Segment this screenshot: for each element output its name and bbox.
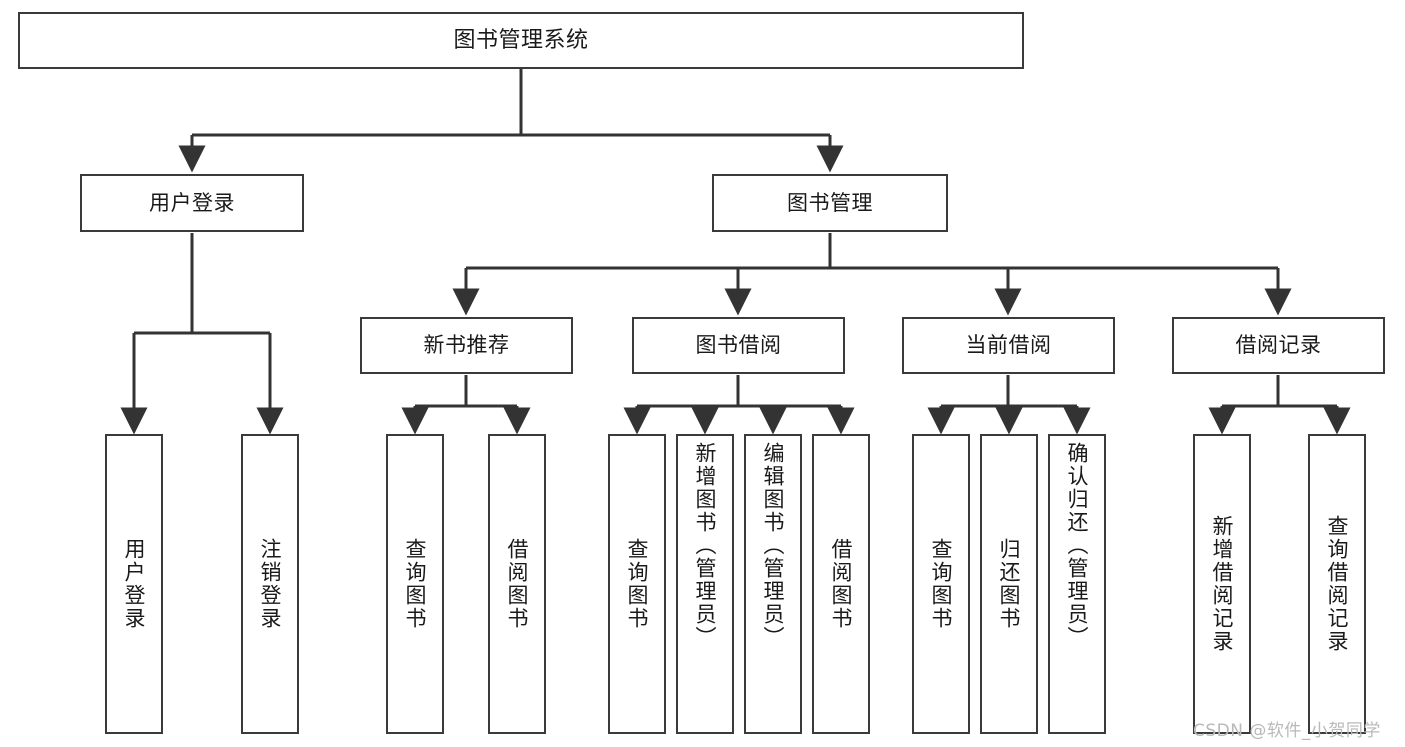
node-records-label: 借阅记录 bbox=[1235, 333, 1322, 358]
node-root[interactable]: 图书管理系统 bbox=[18, 12, 1024, 69]
watermark: CSDN @软件_小贺同学 bbox=[1193, 721, 1381, 741]
node-leaf-12[interactable]: 新增借阅记录 bbox=[1193, 434, 1251, 734]
node-leaf-7[interactable]: 编辑图书（管理员） bbox=[744, 434, 802, 734]
node-login[interactable]: 用户登录 bbox=[80, 174, 304, 232]
node-leaf-12-label: 新增借阅记录 bbox=[1210, 515, 1235, 653]
node-records[interactable]: 借阅记录 bbox=[1172, 317, 1385, 374]
node-leaf-11-label: 确认归还（管理员） bbox=[1065, 442, 1090, 649]
node-leaf-4[interactable]: 借阅图书 bbox=[488, 434, 546, 734]
node-newbook[interactable]: 新书推荐 bbox=[360, 317, 573, 374]
node-leaf-6[interactable]: 新增图书（管理员） bbox=[676, 434, 734, 734]
node-leaf-2-label: 注销登录 bbox=[258, 538, 283, 630]
node-leaf-5[interactable]: 查询图书 bbox=[608, 434, 666, 734]
node-current[interactable]: 当前借阅 bbox=[902, 317, 1115, 374]
node-leaf-1[interactable]: 用户登录 bbox=[105, 434, 163, 734]
node-leaf-4-label: 借阅图书 bbox=[505, 538, 530, 630]
node-leaf-9-label: 查询图书 bbox=[929, 538, 954, 630]
node-borrow-label: 图书借阅 bbox=[695, 333, 782, 358]
node-leaf-13-label: 查询借阅记录 bbox=[1325, 515, 1350, 653]
node-leaf-6-label: 新增图书（管理员） bbox=[693, 442, 718, 649]
node-leaf-8-label: 借阅图书 bbox=[829, 538, 854, 630]
node-leaf-2[interactable]: 注销登录 bbox=[241, 434, 299, 734]
node-borrow[interactable]: 图书借阅 bbox=[632, 317, 845, 374]
node-root-label: 图书管理系统 bbox=[453, 27, 589, 53]
node-leaf-13[interactable]: 查询借阅记录 bbox=[1308, 434, 1366, 734]
node-login-label: 用户登录 bbox=[149, 190, 235, 215]
node-leaf-1-label: 用户登录 bbox=[122, 538, 147, 630]
node-leaf-10[interactable]: 归还图书 bbox=[980, 434, 1038, 734]
node-bookmgmt-label: 图书管理 bbox=[787, 190, 873, 215]
node-leaf-8[interactable]: 借阅图书 bbox=[812, 434, 870, 734]
node-bookmgmt[interactable]: 图书管理 bbox=[712, 174, 948, 232]
node-leaf-11[interactable]: 确认归还（管理员） bbox=[1048, 434, 1106, 734]
node-leaf-9[interactable]: 查询图书 bbox=[912, 434, 970, 734]
node-current-label: 当前借阅 bbox=[965, 333, 1052, 358]
node-leaf-10-label: 归还图书 bbox=[997, 538, 1022, 630]
node-leaf-3[interactable]: 查询图书 bbox=[386, 434, 444, 734]
node-leaf-3-label: 查询图书 bbox=[403, 538, 428, 630]
node-leaf-7-label: 编辑图书（管理员） bbox=[761, 442, 786, 649]
node-newbook-label: 新书推荐 bbox=[423, 333, 510, 358]
node-leaf-5-label: 查询图书 bbox=[625, 538, 650, 630]
